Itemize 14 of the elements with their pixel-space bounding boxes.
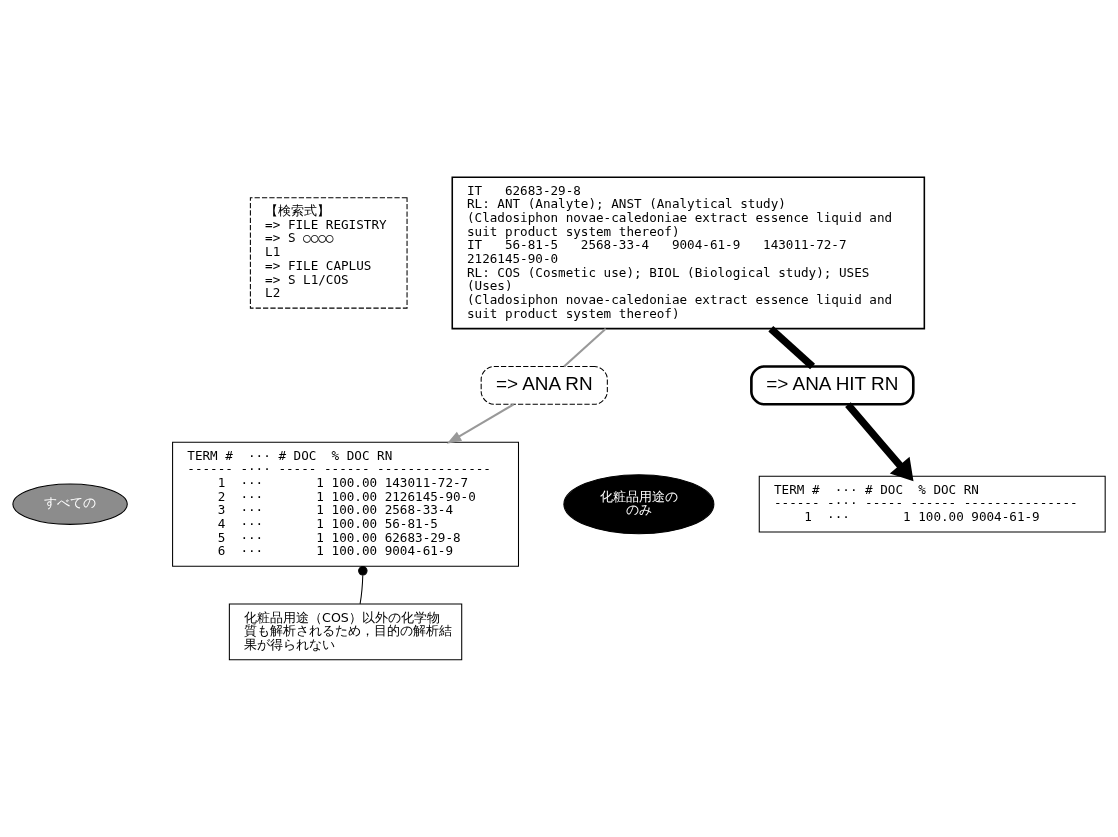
arrow — [446, 403, 515, 444]
connector — [768, 325, 816, 370]
connector — [358, 566, 368, 605]
node-ellipse: 化粧品用途ののみ — [563, 474, 715, 535]
node-box: TERM # ··· # DOC % DOC RN ------ -··· ----- ------ --------------- 1 ··· 1 100.00 9004-61-9 — [758, 475, 1106, 533]
node-box: 【検索式】 => FILE REGISTRY => S ○○○○ L1 => FILE CAPLUS => S L1/COS L2 — [249, 197, 408, 309]
node-box: 化粧品用途（COS）以外の化学物質も解析されるため，目的の解析結果が得られない — [228, 603, 463, 661]
node-box: => ANA RN — [480, 365, 608, 405]
arrow — [845, 402, 914, 482]
connector — [563, 327, 607, 368]
node-ellipse: すべての — [12, 483, 128, 525]
node-box: => ANA HIT RN — [750, 365, 915, 406]
node-box: IT 62683-29-8 RL: ANT (Analyte); ANST (Analytical study) (Cladosiphon novae-caledoniae extract essence liquid and suit product system thereof) IT 56-81-5 2568-33-4 9004-61-9 143011-72-7 2126145-90-0 RL: COS (Cosmetic use); BIOL (Biological study); USES (Uses) (Cladosiphon novae-caledoniae extract essence liquid and suit product system thereof) — [451, 176, 926, 330]
node-box: TERM # ··· # DOC % DOC RN ------ -··· ----- ------ --------------- 1 ··· 1 100.00 143011-72-7 2 ··· 1 100.00 2126145-90-0 3 ··· 1 100.00 2568-33-4 4 ··· 1 100.00 56-81-5 5 ··· 1 100.00 62683-29-8 6 ··· 1 100.00 9004-61-9 — [172, 441, 520, 567]
